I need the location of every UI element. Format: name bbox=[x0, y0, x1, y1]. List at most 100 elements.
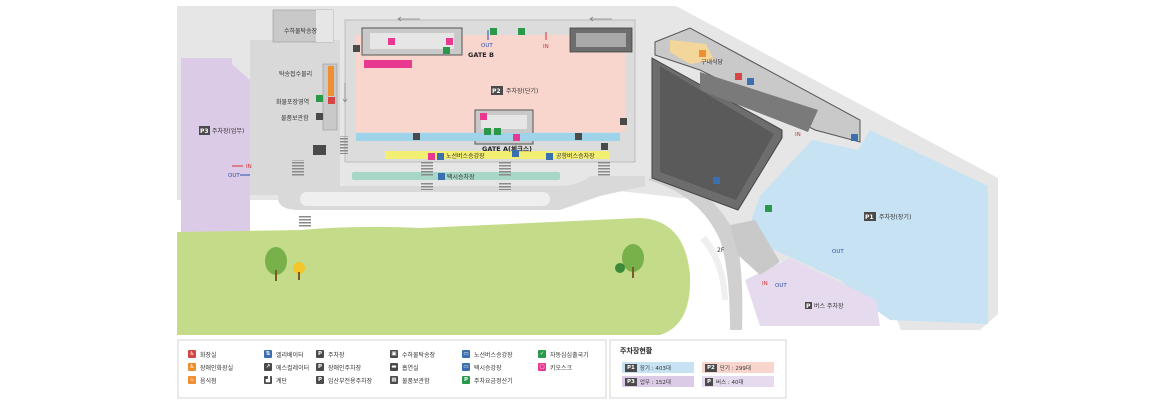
legend-item-locker: ▦ 물품보관함 bbox=[390, 375, 430, 385]
gate-a-label[interactable]: GATE A(체크스) bbox=[482, 144, 532, 153]
baggage-claim-label: 탁송접수물리 bbox=[279, 70, 312, 78]
legend: ♿ 화장실 ♿ 장애인화장실 ♨ 음식점 ⇅ 엘리베이터 ↗ 에스컬레이터 ▟계단 P 주차장 P 장애인주… bbox=[178, 340, 606, 398]
legend-label: 에스컬레이터 bbox=[276, 364, 310, 372]
pregnant-parking-icon: P bbox=[316, 376, 324, 384]
p2-label: 주차장(단기) bbox=[506, 87, 538, 95]
stairs-icon: ▟ bbox=[264, 376, 272, 384]
legend-label: 자동심심출국기 bbox=[550, 351, 589, 359]
svg-text:IN: IN bbox=[543, 44, 549, 50]
svg-text:OUT: OUT bbox=[775, 283, 787, 289]
legend-label: 노선버스승강장 bbox=[474, 351, 513, 359]
cargo-pickup-label: 화물포장영역 bbox=[276, 98, 309, 106]
legend-item-bus: ▭ 노선버스승강장 bbox=[462, 349, 513, 359]
accessible-parking-icon: P bbox=[316, 363, 324, 371]
svg-text:IN: IN bbox=[762, 281, 768, 287]
legend-label: 주차장 bbox=[328, 351, 345, 359]
route-bus-label: 노선버스승강장 bbox=[446, 152, 485, 160]
taxi-icon: ▭ bbox=[462, 363, 470, 371]
p2-badge: P2 bbox=[492, 88, 501, 95]
locker-icon: ▦ bbox=[390, 376, 398, 384]
legend-item-escalator: ↗ 에스컬레이터 bbox=[264, 362, 309, 372]
legend-label: 키오스크 bbox=[550, 364, 573, 372]
park-area[interactable] bbox=[177, 218, 691, 335]
taxi-label: 택시승차장 bbox=[447, 173, 475, 181]
express-bus-label: 공항버스승차장 bbox=[556, 152, 595, 160]
legend-item-pay-station: P 주차요금정산기 bbox=[462, 375, 513, 385]
legend-item-parking: P 주차장 bbox=[316, 349, 345, 359]
svg-text:P: P bbox=[806, 303, 811, 310]
smoking-box bbox=[313, 145, 326, 155]
legend-item-pregnant-parking: P 임산부전용주차장 bbox=[316, 375, 372, 385]
legend-label: 임산부전용주차장 bbox=[328, 377, 373, 385]
legend-label: 화장실 bbox=[200, 351, 217, 359]
legend-item-restaurant: ♨ 음식점 bbox=[188, 375, 217, 385]
legend-label: 택시승강장 bbox=[474, 364, 502, 372]
accessible-restroom-icon: ♿ bbox=[188, 363, 196, 371]
restroom-icon: ♿ bbox=[188, 350, 196, 358]
restaurant-label: 구내식당 bbox=[701, 58, 724, 66]
parking-icon: P bbox=[316, 350, 324, 358]
cargo-terminal-label: 수하물탁송장 bbox=[284, 27, 318, 35]
gate-b-label[interactable]: GATE B bbox=[468, 51, 494, 59]
legend-label: 수하물탁송장 bbox=[402, 351, 436, 359]
legend-item-checkin-kiosk: ✓ 자동심심출국기 bbox=[538, 349, 589, 359]
legend-label: 장애인화장실 bbox=[200, 364, 234, 372]
legend-item-baggage: ▣ 수하물탁송장 bbox=[390, 349, 435, 359]
elevator-icon: ⇅ bbox=[264, 350, 272, 358]
p2-parking-area[interactable] bbox=[356, 35, 625, 132]
p3-parking-area[interactable] bbox=[181, 58, 250, 232]
svg-text:IN: IN bbox=[795, 132, 801, 138]
p1-badge: P1 bbox=[865, 214, 874, 221]
legend-label: 장애인주차장 bbox=[328, 364, 362, 372]
legend-item-stairs: ▟계단 bbox=[264, 375, 287, 385]
express-bus-stop[interactable] bbox=[520, 151, 610, 159]
kiosk-icon: ▢ bbox=[538, 363, 546, 371]
bus-icon: ▭ bbox=[462, 350, 470, 358]
baggage-icon: ▣ bbox=[390, 350, 398, 358]
bus-parking-area[interactable] bbox=[745, 258, 880, 326]
direction-arrows bbox=[342, 16, 612, 103]
bus-parking-label: 버스 주차장 bbox=[814, 302, 844, 310]
p3-badge: P3 bbox=[200, 128, 209, 135]
legend-item-restroom: ♿ 화장실 bbox=[188, 349, 217, 359]
escalator-icon: ↗ bbox=[264, 363, 272, 371]
legend-item-smoking: ▬ 흡연실 bbox=[390, 362, 419, 372]
svg-text:OUT: OUT bbox=[228, 173, 240, 179]
accessible-parking-strip bbox=[356, 133, 620, 141]
checkin-kiosk-icon: ✓ bbox=[538, 350, 546, 358]
ramp-road bbox=[648, 170, 743, 330]
kiosk-strip bbox=[364, 60, 412, 68]
legend-item-kiosk: ▢ 키오스크 bbox=[538, 362, 572, 372]
map-icons bbox=[316, 28, 858, 212]
legend-item-elevator: ⇅ 엘리베이터 bbox=[264, 349, 304, 359]
tree-icons bbox=[265, 244, 644, 281]
storage-label: 물품보관함 bbox=[281, 114, 309, 122]
legend-label: 흡연실 bbox=[402, 364, 419, 372]
smoking-icon: ▬ bbox=[390, 363, 398, 371]
legend-label: 음식점 bbox=[200, 377, 217, 385]
svg-text:IN: IN bbox=[246, 164, 252, 170]
route-bus-stop[interactable] bbox=[385, 151, 519, 159]
legend-item-taxi: ▭ 택시승강장 bbox=[462, 362, 502, 372]
level-2f-label: 2F bbox=[717, 247, 725, 254]
legend-label: 주차요금정산기 bbox=[474, 377, 513, 385]
legend-label: 물품보관함 bbox=[402, 377, 430, 385]
legend-item-accessible-parking: P 장애인주차장 bbox=[316, 362, 361, 372]
entry-exit-markers: IN OUT OUT IN IN OUT IN OUT bbox=[228, 30, 844, 289]
p1-parking-area[interactable] bbox=[750, 130, 988, 324]
parking-status-title: 주차장현황 bbox=[620, 347, 653, 355]
svg-text:OUT: OUT bbox=[481, 43, 493, 49]
legend-label: 엘리베이터 bbox=[276, 351, 304, 359]
restaurant-icon: ♨ bbox=[188, 376, 196, 384]
svg-text:OUT: OUT bbox=[832, 249, 844, 255]
legend-item-accessible-restroom: ♿ 장애인화장실 bbox=[188, 362, 233, 372]
pay-station-icon: P bbox=[462, 376, 470, 384]
p3-label: 주차장(업무) bbox=[212, 127, 244, 135]
p1-label: 주차장(장기) bbox=[879, 213, 911, 221]
